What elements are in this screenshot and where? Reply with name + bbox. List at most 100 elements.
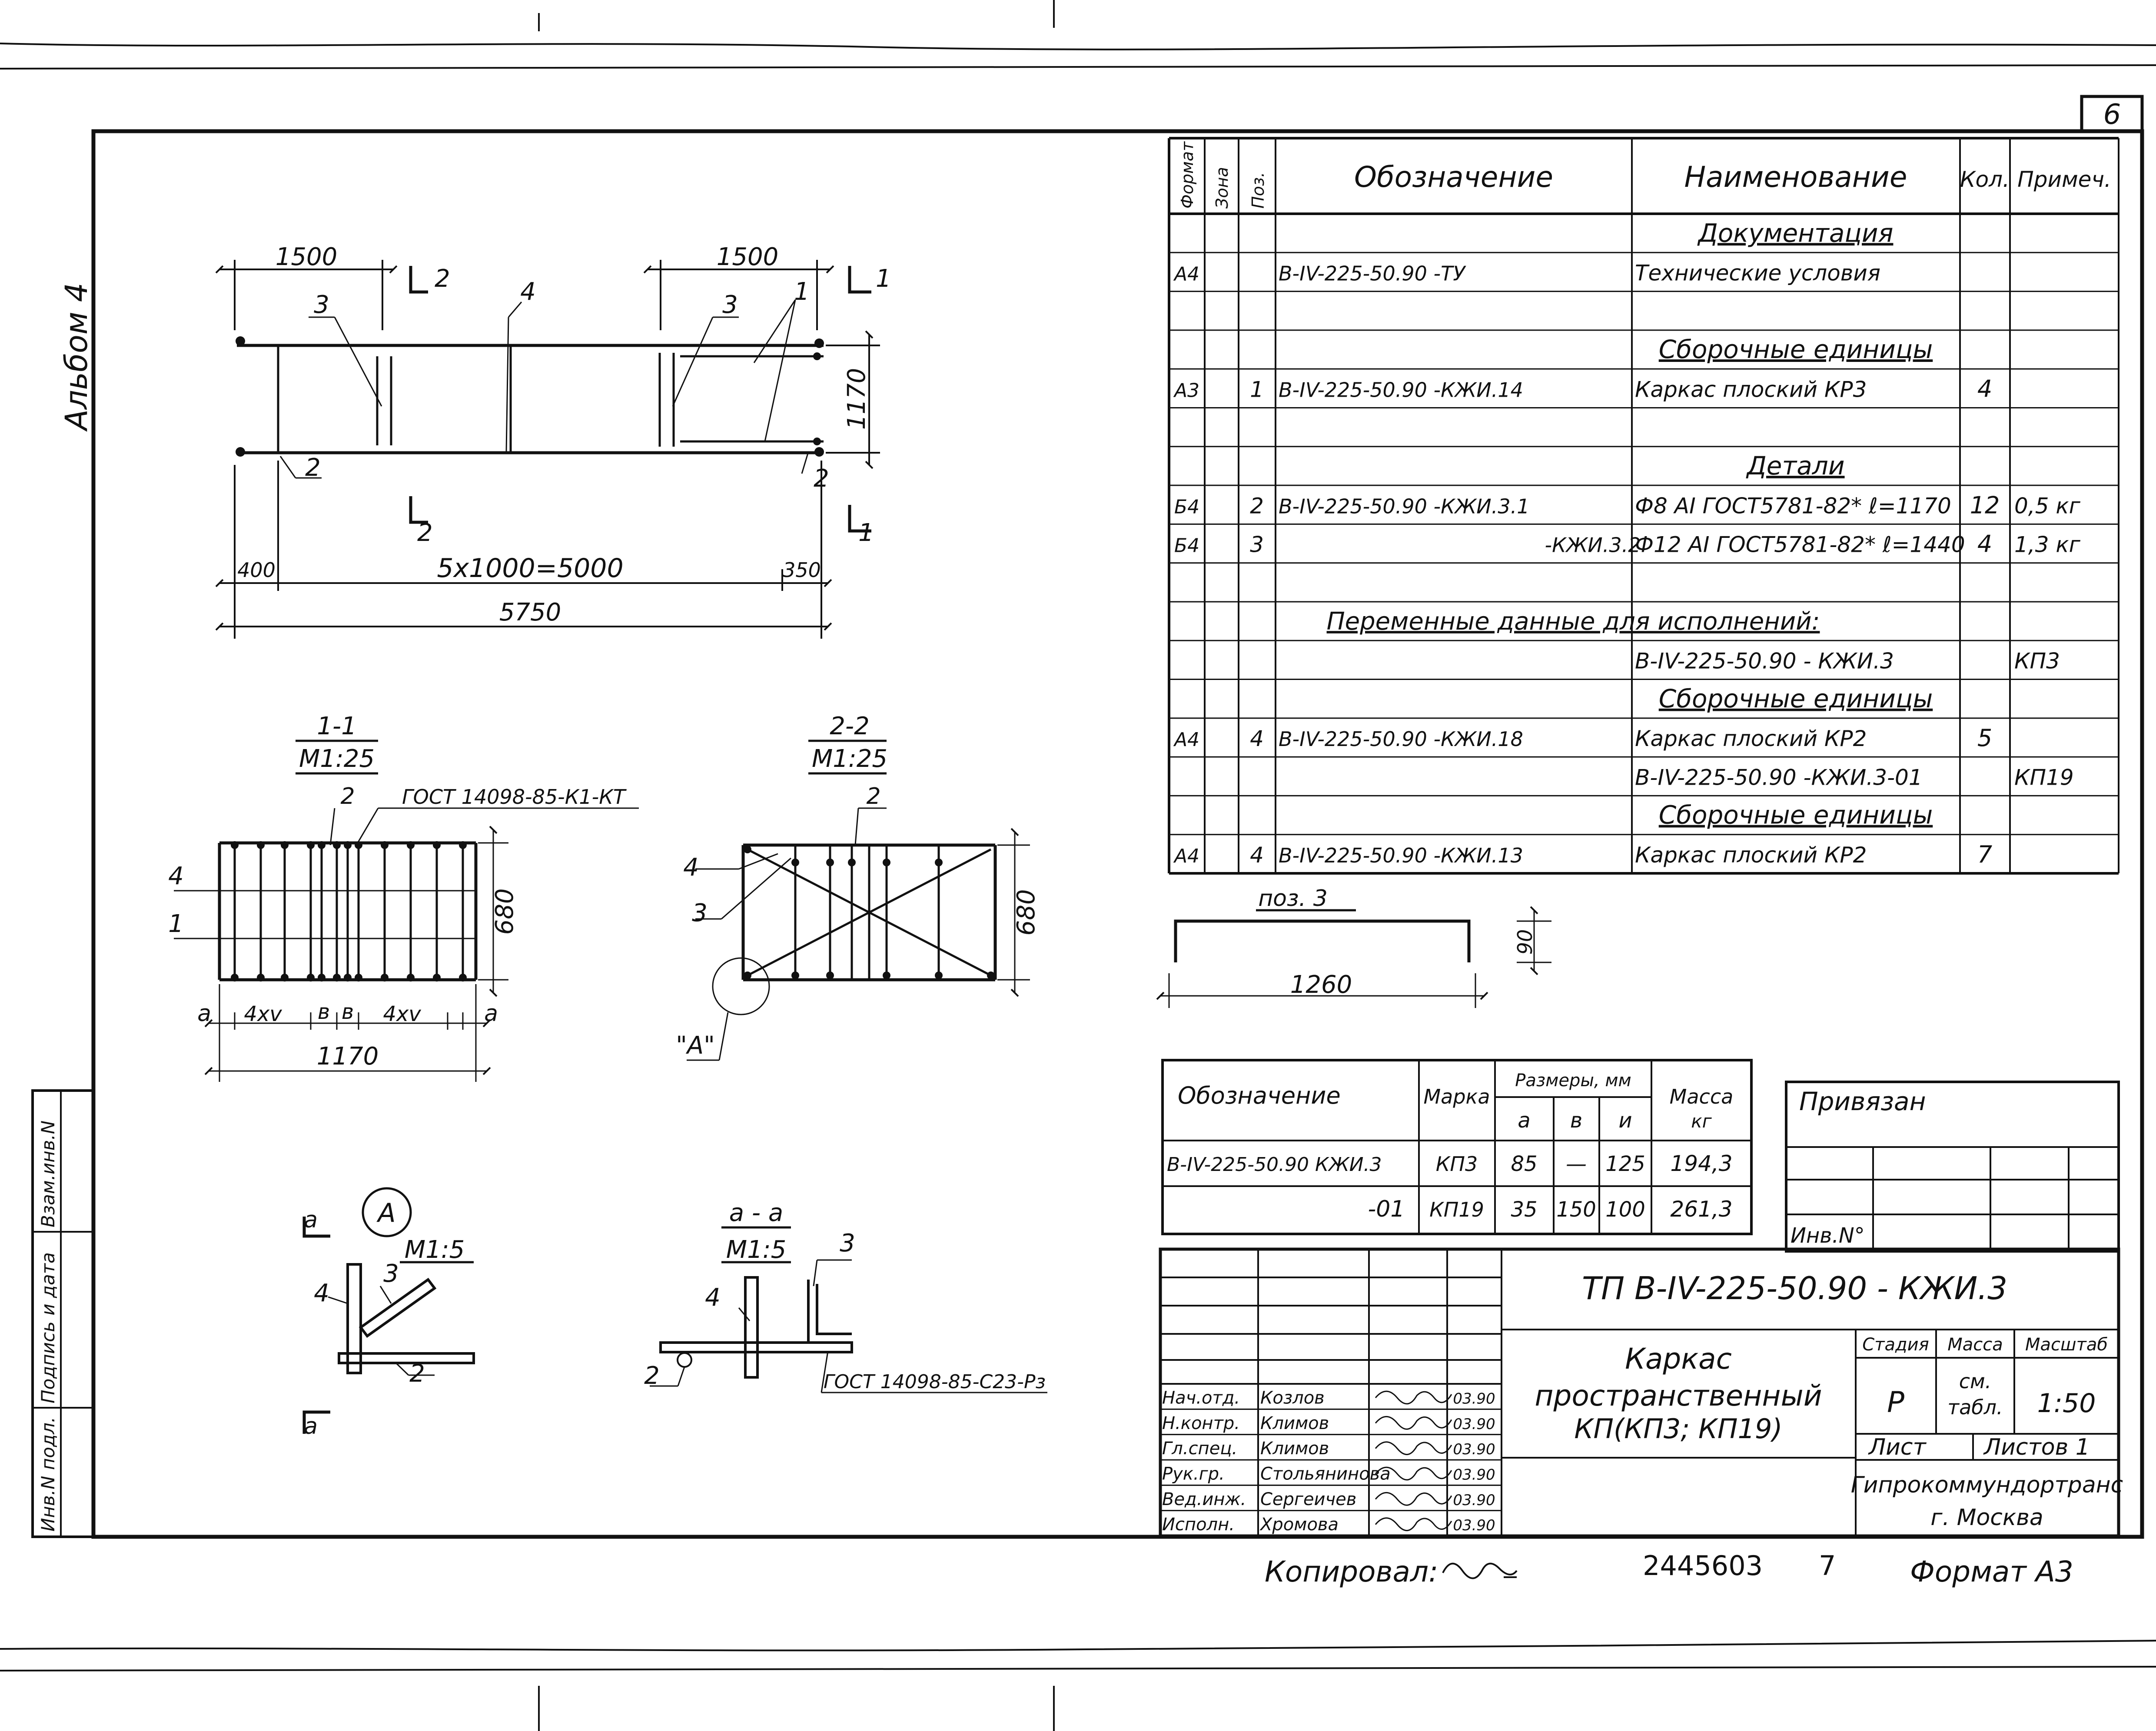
node-a-scale: М1:5 (405, 1236, 465, 1264)
variants-row-mark: КП3 (1436, 1152, 1478, 1176)
spec-header-name: Наименование (1684, 160, 1907, 194)
privyazan-label: Привязан (1799, 1087, 1926, 1116)
scale-value: 1:50 (2037, 1388, 2096, 1419)
section-1-1-title: 1-1 (317, 712, 356, 740)
section-1-1-dim-b-left: в (318, 1000, 330, 1024)
spec-row-format: А4 (1173, 263, 1199, 285)
section-1-1-dim-b-right: в (342, 1000, 354, 1024)
spec-row-format: А4 (1173, 729, 1199, 751)
staff-name: Климов (1260, 1413, 1329, 1433)
section-1-1-dim-a-left: а (197, 1001, 211, 1027)
section-a-a-gost: ГОСТ 14098-85-С23-Рз (824, 1371, 1046, 1393)
spec-row-pos: 1 (1250, 377, 1264, 402)
signature-mark (1375, 1416, 1452, 1430)
variants-header-mass: Масса (1670, 1085, 1734, 1108)
variants-row-mass: 261,3 (1670, 1197, 1732, 1222)
pos-3-dim-1260: 1260 (1290, 971, 1352, 999)
spec-row-designation: В-IV-225-50.90 -КЖИ.14 (1279, 378, 1523, 401)
spec-row-pos: 4 (1250, 842, 1264, 868)
variants-header-b: в (1570, 1108, 1582, 1133)
plan-label-4: 4 (520, 278, 536, 306)
plan-dim-1500-right: 1500 (717, 243, 779, 271)
section-1-1-label-2: 2 (340, 783, 355, 809)
signature-mark (1375, 1492, 1452, 1506)
organization-city: г. Москва (1930, 1505, 2043, 1531)
section-2-2-label-A: "А" (676, 1031, 715, 1060)
spec-row-name: Ф8 АI ГОСТ5781-82* ℓ=1170 (1635, 493, 1951, 518)
spec-header-format: Формат (1178, 141, 1197, 209)
section-2-2: 2-2 М1:25 (676, 712, 1040, 1061)
scale-label: Масштаб (2025, 1335, 2108, 1355)
staff-date: 03.90 (1453, 1517, 1495, 1534)
plan-dim-1500-left: 1500 (276, 243, 338, 271)
section-2-2-scale: М1:25 (812, 745, 887, 773)
spec-table: Формат Зона Поз. Обозначение Наименовани… (1168, 137, 2119, 875)
staff-role: Н.контр. (1162, 1413, 1240, 1433)
plan-label-1: 1 (794, 278, 810, 306)
section-2-2-title: 2-2 (830, 712, 869, 740)
stamp-sign-label: Подпись и дата (37, 1252, 59, 1403)
spec-row-pos: 4 (1250, 726, 1264, 751)
spec-row-heading: Документация (1697, 218, 1894, 248)
spec-row-note: 1,3 кг (2014, 532, 2081, 557)
staff-date: 03.90 (1453, 1441, 1495, 1458)
variants-header-a: а (1518, 1108, 1530, 1133)
spec-row-heading: Детали (1745, 451, 1844, 481)
variants-header-u: и (1618, 1108, 1632, 1133)
spec-row-name: Каркас плоский КР2 (1635, 726, 1867, 751)
signature-mark (1375, 1441, 1452, 1456)
plan-dim-400: 400 (237, 558, 276, 582)
plan-label-2-right: 2 (814, 464, 829, 493)
spec-row-note: КП19 (2014, 765, 2074, 790)
sheet-number: 6 (2103, 99, 2121, 131)
node-a-label-3: 3 (383, 1260, 399, 1288)
spec-row-format: Б4 (1174, 496, 1199, 518)
staff-date: 03.90 (1453, 1492, 1495, 1509)
inv-number-label: Инв.N° (1791, 1224, 1865, 1248)
mass-label: Масса (1947, 1335, 2003, 1355)
spec-row-designation: В-IV-225-50.90 -КЖИ.13 (1279, 844, 1523, 867)
spec-row-pos: 3 (1250, 532, 1264, 557)
section-mark-1-bottom: 1 (858, 519, 874, 547)
stage-value: Р (1887, 1386, 1904, 1419)
section-mark-2-top: 2 (435, 265, 450, 293)
organization-name: Гипрокоммундортранс (1851, 1472, 2123, 1498)
spec-row-name: Каркас плоский КР2 (1635, 842, 1867, 868)
variants-row-mark: КП19 (1429, 1198, 1484, 1221)
section-1-1-dim-1170: 1170 (317, 1042, 379, 1071)
spec-row-name: Ф12 АI ГОСТ5781-82* ℓ=1440 (1635, 532, 1965, 557)
spec-row-heading: Сборочные единицы (1659, 800, 1933, 830)
section-a-a-title: а - а (729, 1199, 783, 1227)
node-a-title: А (376, 1198, 395, 1228)
section-1-1: 1-1 М1:25 2 Г (168, 712, 639, 1082)
signature-mark (1375, 1517, 1452, 1532)
spec-row-note: 0,5 кг (2014, 493, 2081, 518)
plan-dim-350: 350 (783, 558, 821, 582)
section-1-1-dim-a-right: а (484, 1001, 498, 1027)
format-label: Формат А3 (1910, 1555, 2073, 1588)
stamp-inv-label: Инв.N подл. (37, 1417, 59, 1532)
mass-value-line-1: см. (1959, 1370, 1992, 1393)
plan-label-2-left: 2 (305, 454, 321, 482)
section-mark-1-top: 1 (876, 265, 891, 293)
node-a: А М1:5 4 3 2 а а (302, 1187, 475, 1439)
section-1-1-dim-4v-right: 4хv (383, 1002, 421, 1026)
spec-row-qty: 12 (1970, 491, 2000, 519)
copier-signature (1442, 1562, 1518, 1579)
staff-name: Сергеичев (1260, 1489, 1356, 1509)
spec-row-format: А3 (1173, 379, 1199, 401)
spec-row-name: В-IV-225-50.90 -КЖИ.3-01 (1635, 765, 1923, 790)
section-a-a-label-4: 4 (705, 1283, 721, 1312)
privyazan-block: Привязан Инв.N° (1785, 1081, 2120, 1253)
title-name-line-1: Каркас (1625, 1342, 1732, 1376)
spec-row-designation: В-IV-225-50.90 -ТУ (1279, 262, 1466, 285)
staff-date: 03.90 (1453, 1390, 1495, 1408)
section-2-2-label-4: 4 (683, 853, 699, 882)
staff-date: 03.90 (1453, 1416, 1495, 1433)
sheet-label: Лист (1868, 1434, 1927, 1460)
section-2-2-label-2: 2 (866, 783, 880, 809)
